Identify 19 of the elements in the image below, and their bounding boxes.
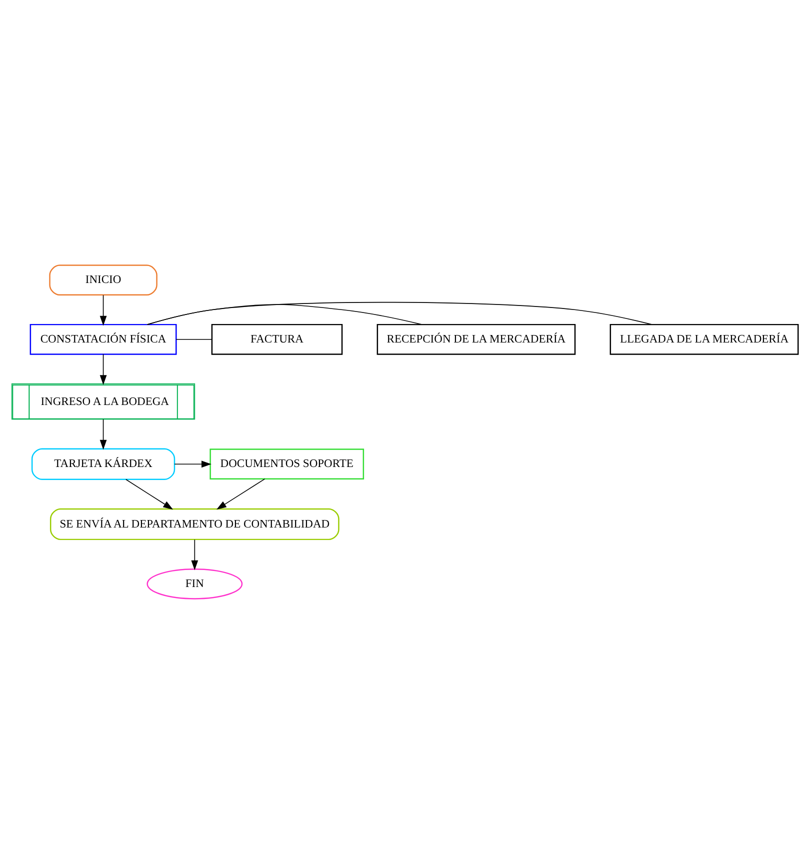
node-box: TARJETA KÁRDEX [31,448,176,480]
node-box: RECEPCIÓN DE LA MERCADERÍA [376,324,576,355]
node-box: FACTURA [211,324,343,355]
arrow [191,539,198,570]
node-ellipse: FIN [146,568,243,600]
arrow [100,294,107,326]
node-box: INICIO [49,264,158,296]
arrow [125,478,174,510]
arrow [100,354,107,385]
arrow [100,418,107,450]
node-box: SE ENVÍA AL DEPARTAMENTO DE CONTABILIDAD [50,508,340,540]
node-box: LLEGADA DE LA MERCADERÍA [610,324,799,355]
connector [146,304,422,325]
node-box: DOCUMENTOS SOPORTE [210,448,364,480]
connector [146,302,652,325]
arrow [174,460,212,468]
node-box: CONSTATACIÓN FÍSICA [30,324,177,355]
arrow [216,478,266,510]
connector [176,338,212,340]
